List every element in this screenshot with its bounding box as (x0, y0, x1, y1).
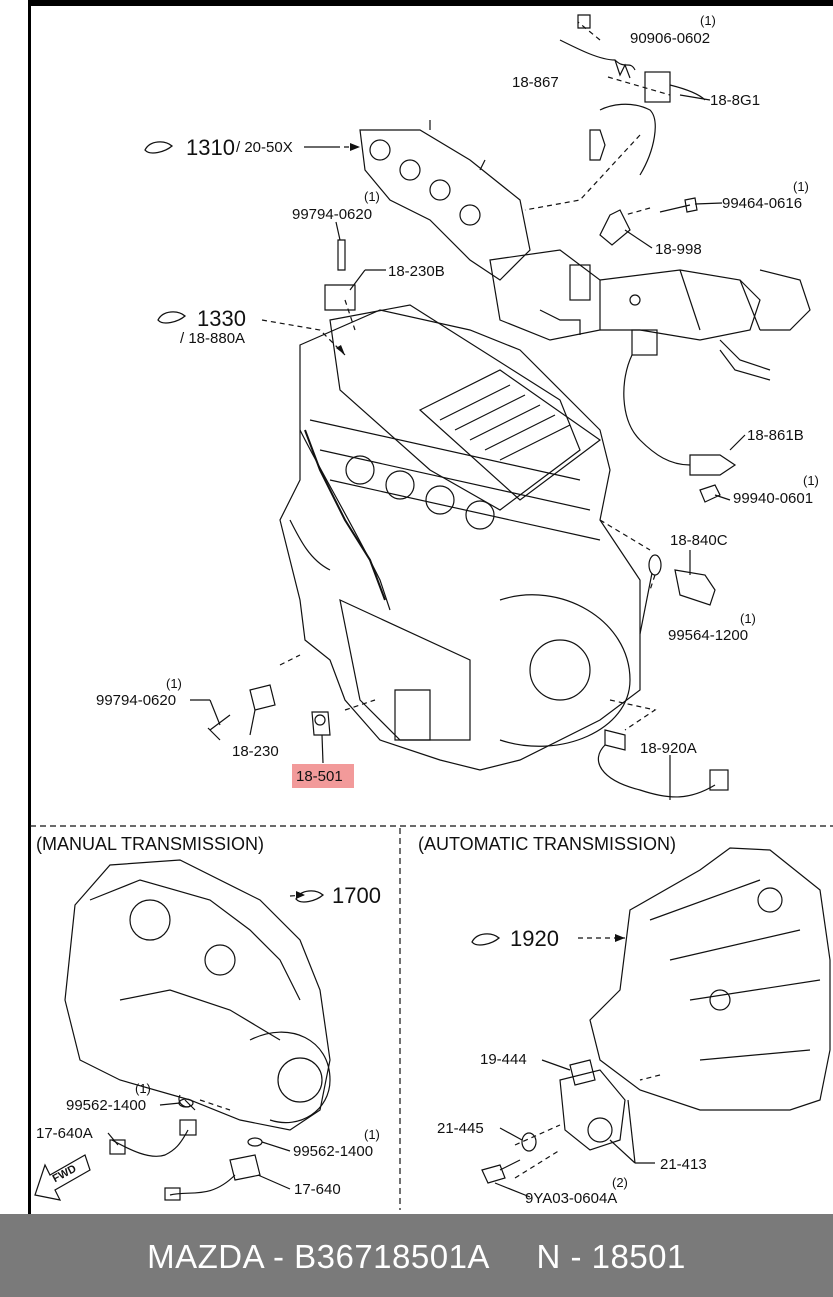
arrow-heads (296, 143, 625, 942)
leader-lines (107, 94, 746, 1198)
ref-label-1920[interactable]: 1920 (510, 926, 559, 951)
part-label-99794-0620-lower[interactable]: 99794-0620 (96, 692, 177, 709)
part-label-18-998[interactable]: 18-998 (655, 241, 702, 258)
section-title-manual: (MANUAL TRANSMISSION) (36, 834, 265, 854)
part-label-99562-1400-upper[interactable]: 99562-1400 (66, 1097, 147, 1114)
part-label-9ya03-0604a[interactable]: 9YA03-0604A (525, 1190, 618, 1207)
part-label-18-867[interactable]: 18-867 (512, 74, 559, 91)
ref-label-1700[interactable]: 1700 (332, 883, 381, 908)
qty-99940-0601: (1) (803, 473, 819, 488)
bolt-99464 (659, 197, 698, 213)
part-label-21-445[interactable]: 21-445 (437, 1120, 484, 1137)
footer-bar (0, 1214, 833, 1297)
part-label-19-444[interactable]: 19-444 (480, 1051, 527, 1068)
diagram-frame (0, 0, 833, 1214)
sensor-18-840c (648, 554, 716, 606)
part-label-17-640a[interactable]: 17-640A (36, 1125, 93, 1142)
highlighted-part-box (292, 764, 354, 788)
frame-top-border (31, 0, 833, 6)
part-label-18-8g1[interactable]: 18-8G1 (710, 92, 761, 109)
automatic-transmission (481, 847, 831, 1184)
engine-assembly (279, 304, 641, 771)
part-label-17-640[interactable]: 17-640 (294, 1181, 341, 1198)
parts-line-art (30, 14, 833, 1210)
footer-part-number: MAZDA - B36718501A N - 18501 (147, 1238, 686, 1275)
ref-label-1310[interactable]: 1310 (186, 135, 235, 160)
qty-99794-0620-upper: (1) (364, 189, 380, 204)
reference-icon-1920 (471, 933, 500, 946)
ref-label-20-50x[interactable]: / 20-50X (236, 139, 293, 156)
reference-icon-group (144, 141, 500, 946)
qty-99562-1400-lower: (1) (364, 1127, 380, 1142)
part-label-18-230b[interactable]: 18-230B (388, 263, 445, 280)
reference-icon-1330 (157, 311, 186, 324)
section-title-automatic: (AUTOMATIC TRANSMISSION) (418, 834, 677, 854)
sensor-18-230 (207, 684, 276, 741)
part-label-99794-0620-upper[interactable]: 99794-0620 (292, 206, 373, 223)
qty-99564-1200: (1) (740, 611, 756, 626)
part-label-18-230[interactable]: 18-230 (232, 743, 279, 760)
qty-9ya03-0604a: (2) (612, 1175, 628, 1190)
part-label-18-501-highlighted[interactable]: 18-501 (296, 768, 343, 785)
reference-icon-1310 (144, 141, 173, 154)
exhaust-manifold (359, 120, 811, 381)
part-label-90906-0602[interactable]: 90906-0602 (630, 30, 711, 47)
bracket-18-998 (599, 209, 631, 246)
qty-99562-1400-upper: (1) (135, 1081, 151, 1096)
qty-99794-0620-lower: (1) (166, 676, 182, 691)
fwd-arrow (34, 1154, 91, 1201)
sensor-18-920a (597, 729, 729, 798)
part-label-99940-0601[interactable]: 99940-0601 (733, 490, 814, 507)
part-label-18-840c[interactable]: 18-840C (670, 532, 728, 549)
part-label-99464-0616[interactable]: 99464-0616 (722, 195, 803, 212)
part-label-18-920a[interactable]: 18-920A (640, 740, 697, 757)
knock-sensor-18-501 (311, 711, 331, 736)
part-label-18-861b[interactable]: 18-861B (747, 427, 804, 444)
qty-90906-0602: (1) (700, 13, 716, 28)
reference-lines (199, 21, 671, 1179)
manual-transmission (64, 859, 331, 1201)
frame-left-border (28, 0, 31, 1214)
reference-icon-1700 (295, 890, 324, 903)
oxygen-sensor-lower (623, 329, 737, 503)
part-label-99562-1400-lower[interactable]: 99562-1400 (293, 1143, 374, 1160)
sensor-18-230b (324, 239, 356, 311)
ref-label-1330[interactable]: 1330 (197, 306, 246, 331)
part-label-99564-1200[interactable]: 99564-1200 (668, 627, 749, 644)
qty-99464-0616: (1) (793, 179, 809, 194)
part-label-21-413[interactable]: 21-413 (660, 1156, 707, 1173)
ref-label-18-880a[interactable]: / 18-880A (180, 330, 246, 347)
